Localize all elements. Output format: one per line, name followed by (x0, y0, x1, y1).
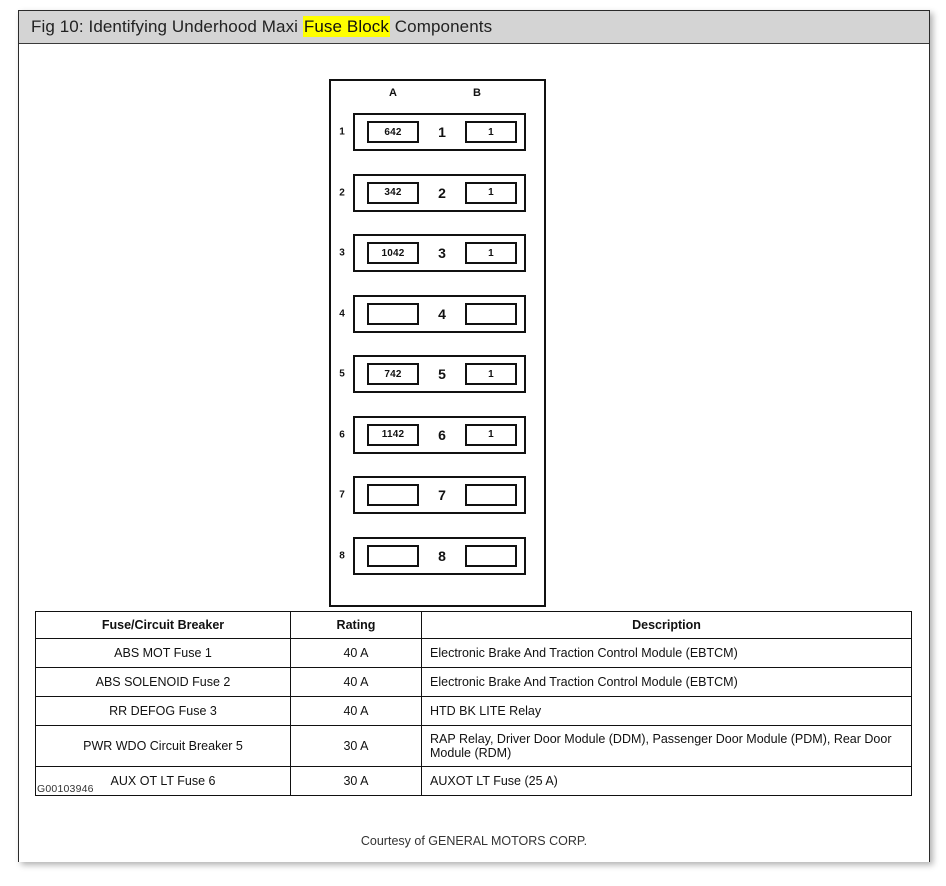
column-header-description: Description (421, 611, 912, 639)
cell-description: Electronic Brake And Traction Control Mo… (421, 667, 912, 697)
fuse-slot-b: 1 (465, 242, 517, 264)
cell-fuse-circuit-breaker: PWR WDO Circuit Breaker 5 (35, 725, 291, 767)
fuse-slot-a: 742 (367, 363, 419, 385)
fuse-slot-a: 342 (367, 181, 419, 204)
courtesy-note: Courtesy of GENERAL MOTORS CORP. (360, 834, 588, 848)
cell-description: Electronic Brake And Traction Control Mo… (421, 638, 912, 668)
cell-rating: 40 A (290, 638, 422, 668)
fuse-slot-a (367, 302, 419, 325)
document-window: Fig 10: Identifying Underhood Maxi Fuse … (18, 10, 930, 862)
fuse-legend-table: Fuse/Circuit Breaker Rating Description … (35, 611, 912, 796)
fuse-slot-b: 1 (465, 363, 517, 385)
fuse-row-shell: 742 5 1 (353, 355, 526, 393)
fuse-slot-a: 642 (367, 121, 419, 143)
column-header-rating: Rating (290, 611, 422, 639)
fuse-slot-center-number: 2 (438, 184, 446, 201)
fuse-row-number: 7 (339, 489, 345, 501)
fuse-row-shell: 642 1 1 (353, 113, 526, 151)
cell-rating: 30 A (290, 766, 422, 796)
fuse-slot-a (367, 484, 419, 506)
cell-description: HTD BK LITE Relay (421, 696, 912, 726)
fuse-row-number: 1 (339, 126, 345, 138)
fuse-row-shell: 342 2 1 (353, 173, 526, 212)
fuse-slot-b (465, 544, 517, 567)
cell-rating: 40 A (290, 696, 422, 726)
fuse-row: 3 1042 3 1 (331, 228, 544, 278)
fuse-row-shell: 7 (353, 476, 526, 514)
fuse-row-number: 3 (339, 247, 345, 259)
fuse-row-number: 5 (339, 368, 345, 380)
cell-description: RAP Relay, Driver Door Module (DDM), Pas… (421, 725, 912, 767)
fuse-slot-b: 1 (465, 121, 517, 143)
fuse-row-number: 2 (339, 187, 345, 198)
figure-id: G00103946 (37, 783, 94, 795)
fuse-row: 6 1142 6 1 (331, 410, 544, 460)
page-title-highlight: Fuse Block (302, 16, 390, 37)
page-title-prefix: Fig 10: Identifying Underhood Maxi (31, 17, 303, 36)
fuse-slot-center-number: 3 (438, 245, 446, 261)
fuse-row-shell: 8 (353, 536, 526, 575)
fuse-row: 1 642 1 1 (331, 107, 544, 157)
cell-fuse-circuit-breaker: ABS MOT Fuse 1 (35, 638, 291, 668)
fuse-row-number: 4 (339, 308, 345, 319)
fuse-row-shell: 4 (353, 294, 526, 333)
fuse-row-shell: 1042 3 1 (353, 234, 526, 272)
table-header-row: Fuse/Circuit Breaker Rating Description (35, 611, 912, 639)
column-header-fuse-circuit-breaker: Fuse/Circuit Breaker (35, 611, 291, 639)
fuse-slot-b (465, 302, 517, 325)
fuse-slot-b: 1 (465, 181, 517, 204)
fuse-slot-center-number: 6 (438, 426, 446, 443)
cell-fuse-circuit-breaker: AUX OT LT Fuse 6 (35, 766, 291, 796)
fuse-slot-a: 1142 (367, 423, 419, 446)
fuse-slot-a: 1042 (367, 242, 419, 264)
fuse-row-number: 8 (339, 550, 345, 561)
fuse-slot-a (367, 544, 419, 567)
fuse-slot-center-number: 1 (438, 124, 446, 140)
page-title-suffix: Components (389, 17, 493, 36)
fuse-slot-center-number: 8 (438, 547, 446, 564)
cell-fuse-circuit-breaker: RR DEFOG Fuse 3 (35, 696, 291, 726)
table-head: Fuse/Circuit Breaker Rating Description (35, 611, 912, 639)
cell-description: AUXOT LT Fuse (25 A) (421, 766, 912, 796)
fuse-row: 5 742 5 1 (331, 349, 544, 399)
title-bar: Fig 10: Identifying Underhood Maxi Fuse … (19, 11, 929, 44)
page-title: Fig 10: Identifying Underhood Maxi Fuse … (31, 16, 493, 37)
fuse-slot-center-number: 5 (438, 366, 446, 382)
column-header-b: B (473, 87, 481, 99)
column-header-a: A (389, 87, 397, 99)
fuse-row-shell: 1142 6 1 (353, 415, 526, 454)
fuse-row: 2 342 2 1 (331, 168, 544, 218)
cell-rating: 30 A (290, 725, 422, 767)
fuse-slot-center-number: 7 (438, 487, 446, 503)
cell-rating: 40 A (290, 667, 422, 697)
fuse-slot-center-number: 4 (438, 305, 446, 322)
fuse-slot-b (465, 484, 517, 506)
fuse-slot-b: 1 (465, 423, 517, 446)
fuse-row-number: 6 (339, 429, 345, 440)
fuse-block-column-headers: A B (331, 87, 544, 105)
cell-fuse-circuit-breaker: ABS SOLENOID Fuse 2 (35, 667, 291, 697)
